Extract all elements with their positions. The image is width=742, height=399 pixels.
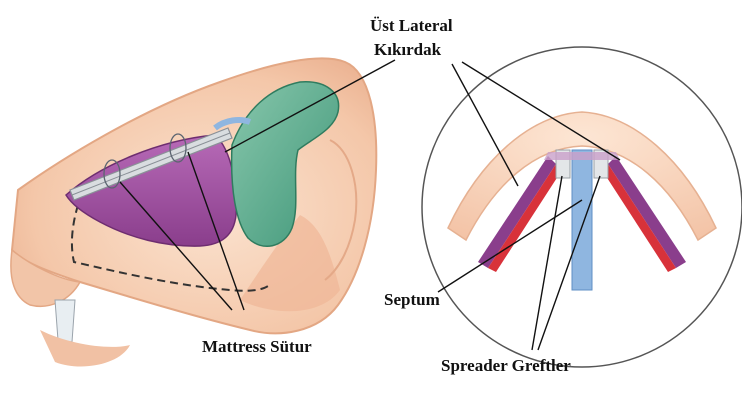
label-septum: Septum — [384, 290, 440, 310]
lip-lower — [40, 330, 130, 367]
cross-section-inset — [422, 47, 742, 367]
tooth-detail — [55, 300, 75, 342]
label-ust-lateral-line2: Kıkırdak — [374, 40, 441, 60]
nose-side-view — [11, 58, 376, 366]
inset-septum — [572, 150, 592, 290]
label-mattress-sutur: Mattress Sütur — [202, 337, 312, 357]
label-ust-lateral-line1: Üst Lateral — [370, 16, 453, 36]
label-spreader-greftler: Spreader Greftler — [441, 356, 571, 376]
